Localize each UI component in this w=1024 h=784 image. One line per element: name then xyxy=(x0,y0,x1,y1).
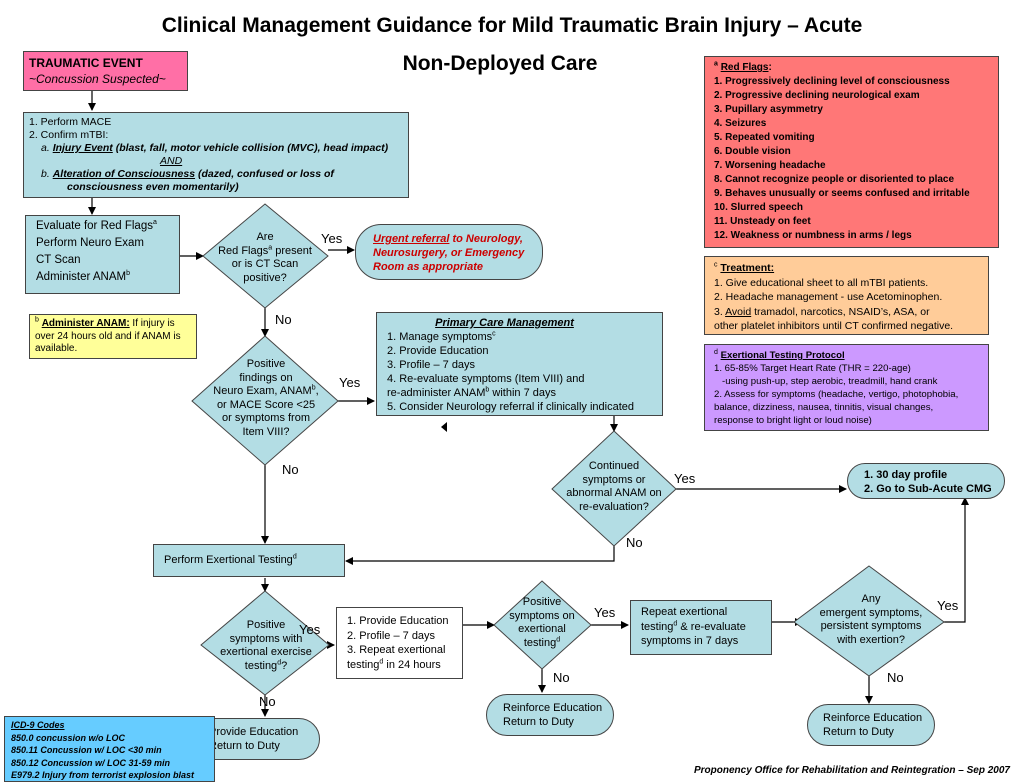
diagram-title-line2: Non-Deployed Care xyxy=(402,52,598,75)
label-no-2: No xyxy=(282,462,299,477)
mace-step2: 2. Confirm mTBI: xyxy=(29,129,109,141)
mace-step2b-cont: consciousness even momentarily) xyxy=(67,181,239,193)
exertional-protocol-box: d Exertional Testing Protocol 1. 65-85% … xyxy=(704,344,989,431)
primary-care-box: Primary Care Management 1. Manage sympto… xyxy=(376,312,663,416)
traumatic-event-title: TRAUMATIC EVENT xyxy=(29,56,143,70)
label-no-4: No xyxy=(259,694,276,709)
diamond-emergent-symptoms-text: Any emergent symptoms, persistent sympto… xyxy=(819,593,923,646)
diamond-emergent-symptoms xyxy=(793,565,945,677)
diamond-positive-findings xyxy=(191,335,339,466)
primary-item-5: 5. Consider Neurology referral if clinic… xyxy=(387,401,635,413)
icd9-codes-box: ICD-9 Codes 850.0 concussion w/o LOC 850… xyxy=(4,716,215,782)
mace-box: 1. Perform MACE 2. Confirm mTBI: a. Inju… xyxy=(23,112,409,198)
label-no-6: No xyxy=(887,670,904,685)
icd9-title: ICD-9 Codes xyxy=(11,720,65,730)
diamond-continued-symptoms-text: Continued symptoms or abnormal ANAM on r… xyxy=(566,460,662,513)
red-flags-title: a Red Flags: xyxy=(714,60,772,73)
profile-30-day-box: 1. 30 day profile 2. Go to Sub-Acute CMG xyxy=(847,463,1005,499)
diamond-exertion-symptoms-text: Positive symptoms with exertional exerci… xyxy=(220,619,312,672)
footer-credit: Proponency Office for Rehabilitation and… xyxy=(694,765,1010,776)
evaluate-neuro-exam: Perform Neuro Exam xyxy=(36,237,145,249)
label-yes-4: Yes xyxy=(299,622,321,637)
label-yes-5: Yes xyxy=(594,605,616,620)
anam-note-box: b Administer ANAM: If injury is over 24 … xyxy=(29,314,197,359)
diamond-red-flags-text: Are Red Flagsa present or is CT Scan pos… xyxy=(218,231,312,284)
reinforce-education-box-1: Reinforce Education Return to Duty xyxy=(486,694,614,736)
primary-item-4: 4. Re-evaluate symptoms (Item VIII) and xyxy=(387,373,585,385)
evaluate-red-flags: Evaluate for Red Flagsa xyxy=(36,219,157,232)
label-yes-1: Yes xyxy=(321,231,343,246)
mace-and: AND xyxy=(160,155,183,167)
diamond-exertional-testing xyxy=(493,580,592,670)
reinforce-education-box-2: Reinforce Education Return to Duty xyxy=(807,704,935,746)
education-box: 1. Provide Education 2. Profile – 7 days… xyxy=(336,607,463,679)
label-no-5: No xyxy=(553,670,570,685)
diamond-positive-findings-text: Positive findings on Neuro Exam, ANAMb, … xyxy=(213,358,319,438)
diagram-title-line1: Clinical Management Guidance for Mild Tr… xyxy=(161,14,863,37)
evaluate-box: Evaluate for Red Flagsa Perform Neuro Ex… xyxy=(25,215,180,294)
label-yes-6: Yes xyxy=(937,598,959,613)
urgent-referral-box: Urgent referral to Neurology, Neurosurge… xyxy=(355,224,543,280)
diamond-red-flags xyxy=(202,203,329,309)
traumatic-event-box: TRAUMATIC EVENT ~Concussion Suspected~ xyxy=(23,51,188,91)
diamond-exertional-testing-text: Positive symptoms on exertional testingd xyxy=(509,596,575,649)
exertional-protocol-title: d Exertional Testing Protocol xyxy=(714,348,845,361)
primary-item-4b: re-administer ANAMb within 7 days xyxy=(387,386,556,399)
concussion-suspected: ~Concussion Suspected~ xyxy=(29,72,166,86)
primary-care-title: Primary Care Management xyxy=(435,317,574,329)
label-no-3: No xyxy=(626,535,643,550)
mace-step1: 1. Perform MACE xyxy=(29,116,112,128)
evaluate-ct-scan: CT Scan xyxy=(36,254,81,266)
primary-item-2: 2. Provide Education xyxy=(387,345,489,357)
diamond-continued-symptoms xyxy=(551,430,677,547)
label-no-1: No xyxy=(275,312,292,327)
treatment-box: c Treatment: 1. Give educational sheet t… xyxy=(704,256,989,335)
exertional-testing-box: Perform Exertional Testingd xyxy=(153,544,345,577)
diamond-exertion-symptoms xyxy=(200,590,330,696)
mace-step2a: a. Injury Event (blast, fall, motor vehi… xyxy=(41,142,389,154)
repeat-exertional-box: Repeat exertional testingd & re-evaluate… xyxy=(630,600,772,655)
red-flags-box: a Red Flags: 1. Progressively declining … xyxy=(704,56,999,248)
mace-step2b: b. Alteration of Consciousness (dazed, c… xyxy=(41,168,334,180)
label-yes-3: Yes xyxy=(674,471,696,486)
primary-item-3: 3. Profile – 7 days xyxy=(387,359,476,371)
evaluate-anam: Administer ANAMb xyxy=(36,270,131,283)
label-yes-2: Yes xyxy=(339,375,361,390)
treatment-title: c Treatment: xyxy=(714,261,775,275)
primary-item-1: 1. Manage symptomsc xyxy=(387,330,496,343)
